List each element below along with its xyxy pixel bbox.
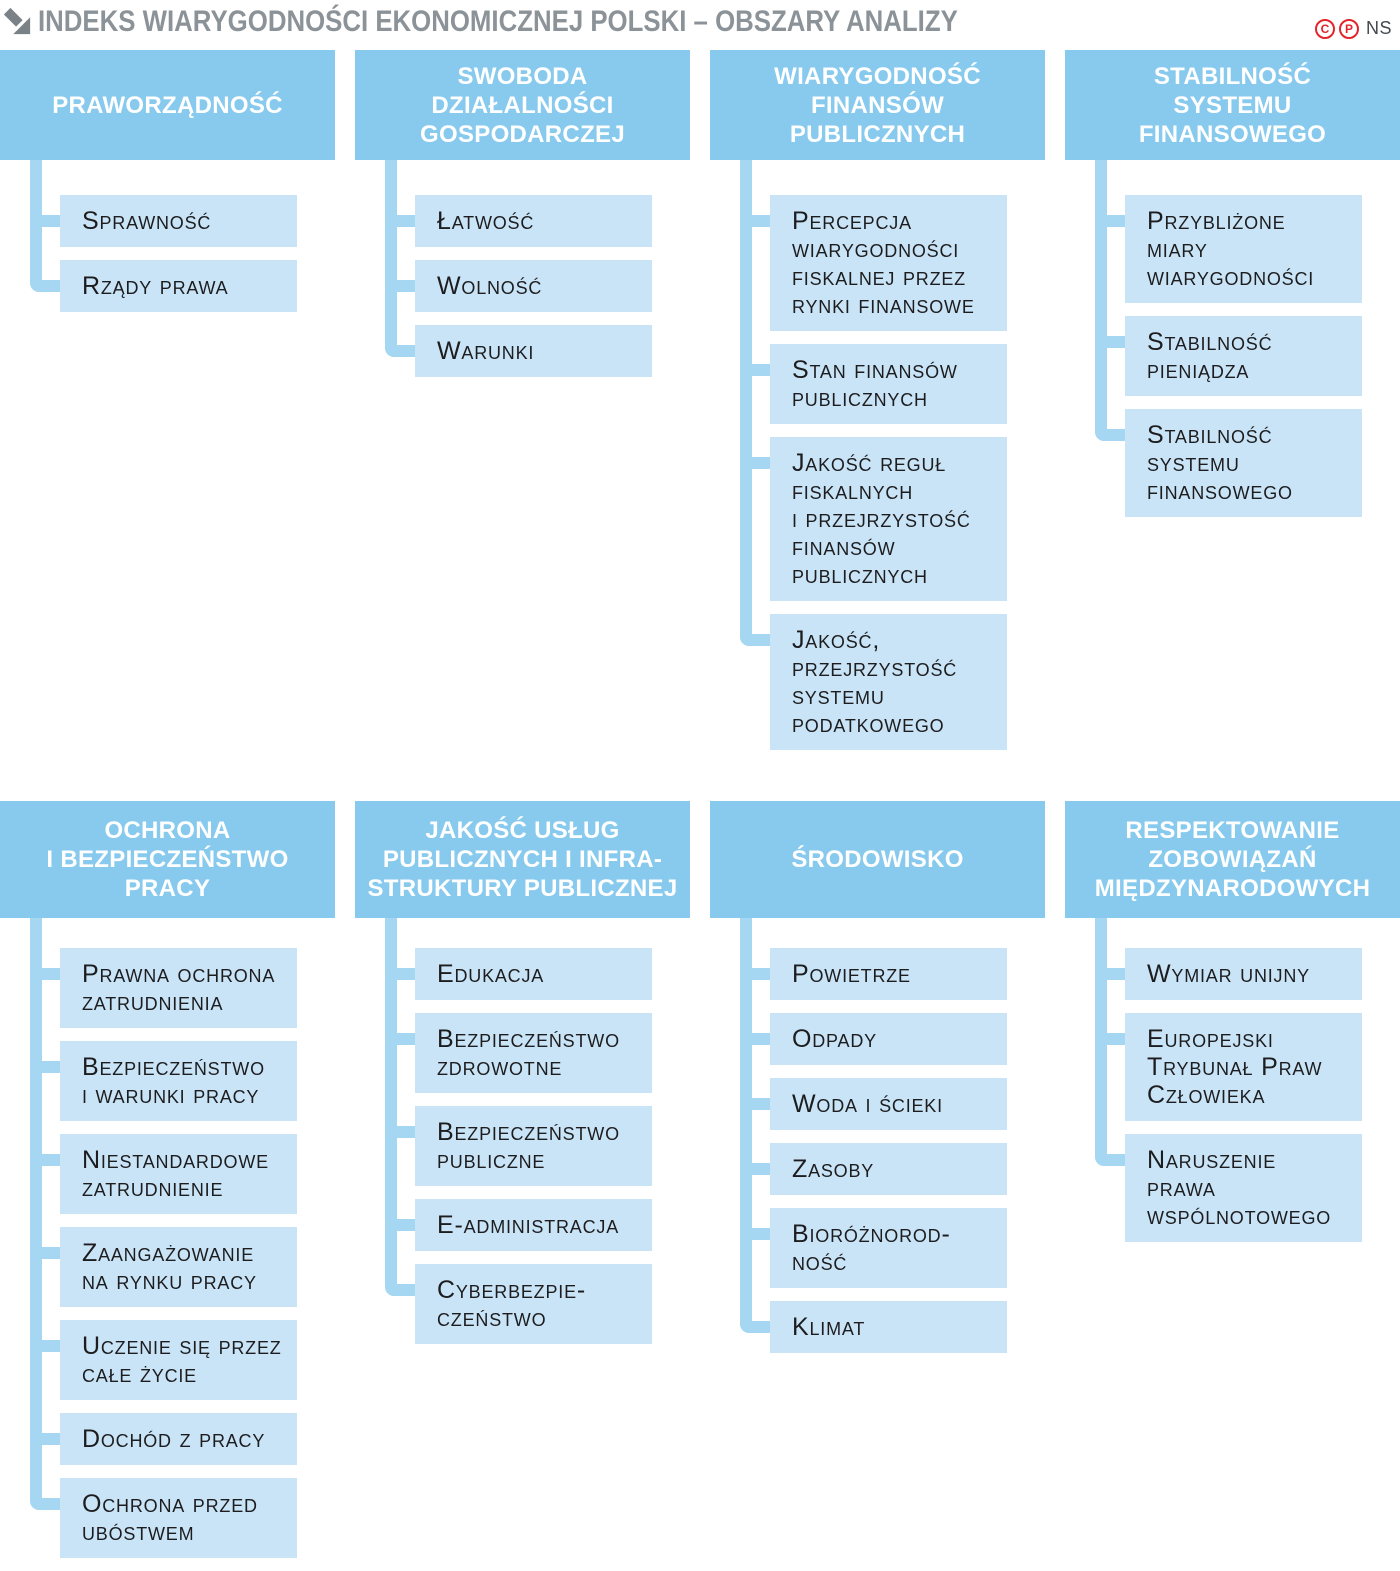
group-item: Niestandardowe zatrudnienie [40, 1134, 297, 1214]
watermark: C P NS [1314, 18, 1392, 39]
group-item: Bezpieczeństwo i warunki pracy [40, 1041, 297, 1121]
group-item: Jakość, przejrzystość systemu podatkoweg… [750, 614, 1007, 750]
group-item: Powietrze [750, 948, 1007, 1000]
arrow-down-right-icon [2, 6, 32, 36]
group-item: Wolność [395, 260, 652, 312]
connector-trunk [385, 918, 397, 1296]
group-item: Stan finansów publicznych [750, 344, 1007, 424]
ns-label: NS [1365, 18, 1392, 38]
titlebar: INDEKS WIARYGODNOŚCI EKONOMICZNEJ POLSKI… [0, 0, 1400, 48]
connector-trunk [385, 160, 397, 357]
group-item: Łatwość [395, 195, 652, 247]
group-4: STABILNOŚĆ SYSTEMU FINANSOWEGO Przybliżon… [1065, 50, 1400, 530]
group-item: Przybliżone miary wiarygodności [1105, 195, 1362, 303]
group-item: Dochód z pracy [40, 1413, 297, 1465]
page-title: INDEKS WIARYGODNOŚCI EKONOMICZNEJ POLSKI… [38, 5, 958, 38]
group-item: Percepcja wiarygodności fiskalnej przez … [750, 195, 1007, 331]
group-item: Europejski Trybunał Praw Człowieka [1105, 1013, 1362, 1121]
group-item: Cyberbezpie- czeństwo [395, 1264, 652, 1344]
connector-trunk [1095, 160, 1107, 441]
group-item: Odpady [750, 1013, 1007, 1065]
group-item: E-administracja [395, 1199, 652, 1251]
group-header: ŚRODOWISKO [710, 801, 1045, 918]
group-item: Bezpieczeństwo zdrowotne [395, 1013, 652, 1093]
group-6: JAKOŚĆ USŁUG PUBLICZNYCH I INFRA- STRUKT… [355, 801, 690, 1357]
group-item: Stabilność pieniądza [1105, 316, 1362, 396]
group-item: Warunki [395, 325, 652, 377]
group-header: JAKOŚĆ USŁUG PUBLICZNYCH I INFRA- STRUKT… [355, 801, 690, 918]
connector-trunk [740, 160, 752, 646]
group-header: WIARYGODNOŚĆ FINANSÓW PUBLICZNYCH [710, 50, 1045, 160]
copyright-icon: C [1314, 18, 1335, 39]
group-item: Sprawność [40, 195, 297, 247]
group-2: SWOBODA DZIAŁALNOŚCI GOSPODARCZEJ Łatwość… [355, 50, 690, 390]
group-header: RESPEKTOWANIE ZOBOWIĄZAŃ MIĘDZYNARODOWYC… [1065, 801, 1400, 918]
connector-trunk [1095, 918, 1107, 1166]
group-header: PRAWORZĄDNOŚĆ [0, 50, 335, 160]
group-item: Naruszenie prawa wspólnotowego [1105, 1134, 1362, 1242]
group-item: Uczenie się przez całe życie [40, 1320, 297, 1400]
connector-trunk [30, 160, 42, 292]
group-item: Rządy prawa [40, 260, 297, 312]
group-header: SWOBODA DZIAŁALNOŚCI GOSPODARCZEJ [355, 50, 690, 160]
group-item: Stabilność systemu finansowego [1105, 409, 1362, 517]
group-item: Bezpieczeństwo publiczne [395, 1106, 652, 1186]
group-5: OCHRONA I BEZPIECZEŃSTWO PRACY Prawna och… [0, 801, 335, 1571]
group-3: WIARYGODNOŚĆ FINANSÓW PUBLICZNYCH Percepc… [710, 50, 1045, 763]
group-item: Wymiar unijny [1105, 948, 1362, 1000]
group-item: Zaangażowanie na rynku pracy [40, 1227, 297, 1307]
group-item: Jakość reguł fiskalnych i przejrzystość … [750, 437, 1007, 601]
group-item: Ochrona przed ubóstwem [40, 1478, 297, 1558]
group-item: Prawna ochrona zatrudnienia [40, 948, 297, 1028]
phonogram-icon: P [1338, 18, 1359, 39]
group-item: Klimat [750, 1301, 1007, 1353]
group-item: Edukacja [395, 948, 652, 1000]
group-header: OCHRONA I BEZPIECZEŃSTWO PRACY [0, 801, 335, 918]
connector-trunk [740, 918, 752, 1333]
group-header: STABILNOŚĆ SYSTEMU FINANSOWEGO [1065, 50, 1400, 160]
group-8: RESPEKTOWANIE ZOBOWIĄZAŃ MIĘDZYNARODOWYC… [1065, 801, 1400, 1255]
group-item: Bioróżnorod- ność [750, 1208, 1007, 1288]
group-item: Woda i ścieki [750, 1078, 1007, 1130]
connector-trunk [30, 918, 42, 1510]
group-item: Zasoby [750, 1143, 1007, 1195]
